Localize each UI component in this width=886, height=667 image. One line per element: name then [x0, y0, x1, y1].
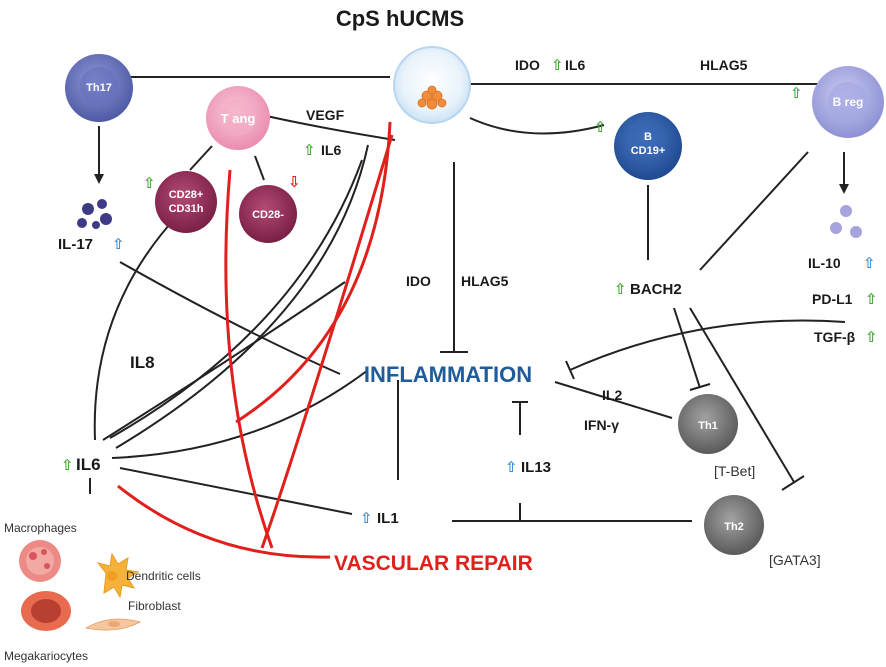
tang-to-cd28cd31-line — [189, 145, 213, 171]
cd28-minus-cell: CD28- — [239, 185, 297, 243]
il6-to-msc-curve — [115, 144, 369, 449]
b-cd19-label-1: B — [644, 131, 652, 143]
il17-dots-icon — [77, 199, 112, 229]
ido-top-up-arrow-icon: ⇧ — [551, 57, 564, 74]
inflammation-to-th1-line — [554, 381, 673, 419]
tang-to-cd28minus-line — [254, 155, 265, 181]
il10-up-arrow-icon: ⇧ — [863, 255, 876, 272]
cd28cd31-up-arrow-icon: ⇧ — [143, 175, 156, 192]
vascular-repair-label: VASCULAR REPAIR — [334, 552, 533, 575]
vegf-label: VEGF — [306, 107, 345, 123]
connector-lines — [89, 69, 849, 522]
b-reg-label: B reg — [833, 95, 864, 109]
cd28-cd31-cell: CD28+ CD31h — [155, 171, 217, 233]
tgfb-up-arrow-icon: ⇧ — [865, 329, 878, 346]
b-cd19-label-2: CD19+ — [631, 145, 666, 157]
il6-mid-up-arrow-icon: ⇧ — [303, 142, 316, 159]
msc-to-bcd19-line — [469, 117, 605, 135]
il17-to-inflammation-line — [119, 261, 341, 375]
vascular-red-lines — [117, 121, 394, 559]
il6-top-label: IL6 — [565, 57, 585, 73]
il6-to-il1-line — [119, 467, 353, 515]
il6-to-tang-line — [109, 159, 363, 439]
cd28-cd31-label-2: CD31h — [169, 203, 204, 215]
msc-to-vascular-red-line — [235, 121, 392, 424]
il1-label: IL1 — [377, 510, 399, 527]
hlag5-top-label: HLAG5 — [700, 57, 748, 73]
bach2-to-th2-line — [689, 307, 795, 483]
breg-to-bach2-line — [699, 151, 809, 271]
il13-up-arrow-icon: ⇧ — [505, 459, 518, 476]
th2-inhibit-bar — [781, 475, 805, 491]
pdl1-up-arrow-icon: ⇧ — [865, 291, 878, 308]
inflammation-inhibit-bar-right — [565, 360, 575, 380]
th1-cell: Th1 — [678, 394, 738, 454]
tang-to-vascular-red-line — [224, 169, 274, 549]
il6-to-cd28cd31-line — [93, 214, 179, 441]
cd28minus-down-arrow-icon: ⇩ — [288, 174, 301, 191]
macrophages-label: Macrophages — [4, 521, 77, 535]
megakariocyte-icon — [21, 591, 71, 631]
th17-cell: Th17 — [65, 54, 133, 122]
b-reg-cell: B reg — [812, 66, 884, 138]
megakariocytes-label: Megakariocytes — [4, 649, 88, 663]
msc-to-vascular-red-line-2 — [260, 134, 394, 549]
il13-label: IL13 — [521, 459, 551, 476]
macrophage-icon — [19, 540, 61, 582]
bach2-up-arrow-icon: ⇧ — [614, 281, 627, 298]
bach2-to-th1-line — [673, 307, 701, 389]
tang-vegf-line — [261, 114, 396, 141]
inflammation-label: INFLAMMATION — [364, 362, 532, 387]
th17-label: Th17 — [86, 82, 112, 94]
hlag5-mid-label: HLAG5 — [461, 273, 509, 289]
ido-top-label: IDO — [515, 57, 540, 73]
pdl1-label: PD-L1 — [812, 291, 853, 307]
cd28-cd31-label-1: CD28+ — [169, 189, 204, 201]
tgfb-label: TGF-β — [814, 329, 856, 345]
fibroblast-label: Fibroblast — [128, 599, 181, 613]
cd28-minus-label: CD28- — [252, 209, 284, 221]
dendritic-cells-label: Dendritic cells — [126, 569, 201, 583]
th2-label: Th2 — [724, 521, 744, 533]
il8-label: IL8 — [130, 353, 155, 372]
fibroblast-icon — [84, 618, 142, 631]
diagram-title: CpS hUCMS — [336, 6, 464, 31]
th1-label: Th1 — [698, 420, 718, 432]
b-cd19-cell: B CD19+ — [614, 112, 682, 180]
il1-up-arrow-icon: ⇧ — [360, 510, 373, 527]
il17-label: IL-17 — [58, 236, 93, 253]
tbet-label: [T-Bet] — [714, 463, 755, 479]
bach2-label: BACH2 — [630, 281, 682, 298]
dendritic-cell-icon — [96, 552, 140, 599]
il6-left-up-arrow-icon: ⇧ — [61, 457, 74, 474]
tgfb-to-inflammation-line — [569, 319, 846, 371]
ifng-label: IFN-γ — [584, 417, 619, 433]
breg-up-arrow-icon: ⇧ — [790, 85, 803, 102]
th1-inhibit-bar — [689, 383, 711, 391]
il6-mid-label: IL6 — [321, 142, 341, 158]
msc-cell — [393, 46, 471, 124]
il6-to-il8-line — [102, 281, 346, 441]
gata3-label: [GATA3] — [769, 552, 821, 568]
il10-label: IL-10 — [808, 255, 841, 271]
ido-mid-label: IDO — [406, 273, 431, 289]
il17-up-arrow-icon: ⇧ — [112, 236, 125, 253]
il10-dots-icon — [830, 205, 862, 238]
bcd19-up-arrow-icon: ⇧ — [594, 119, 607, 136]
t-ang-cell: T ang — [206, 86, 270, 150]
il6-to-vascular-red-line — [117, 484, 331, 559]
t-ang-label: T ang — [221, 111, 256, 126]
il6-left-label: IL6 — [76, 455, 101, 474]
il6-to-inflammation-line — [111, 369, 369, 459]
th2-cell: Th2 — [704, 495, 764, 555]
il2-label: IL2 — [602, 387, 622, 403]
